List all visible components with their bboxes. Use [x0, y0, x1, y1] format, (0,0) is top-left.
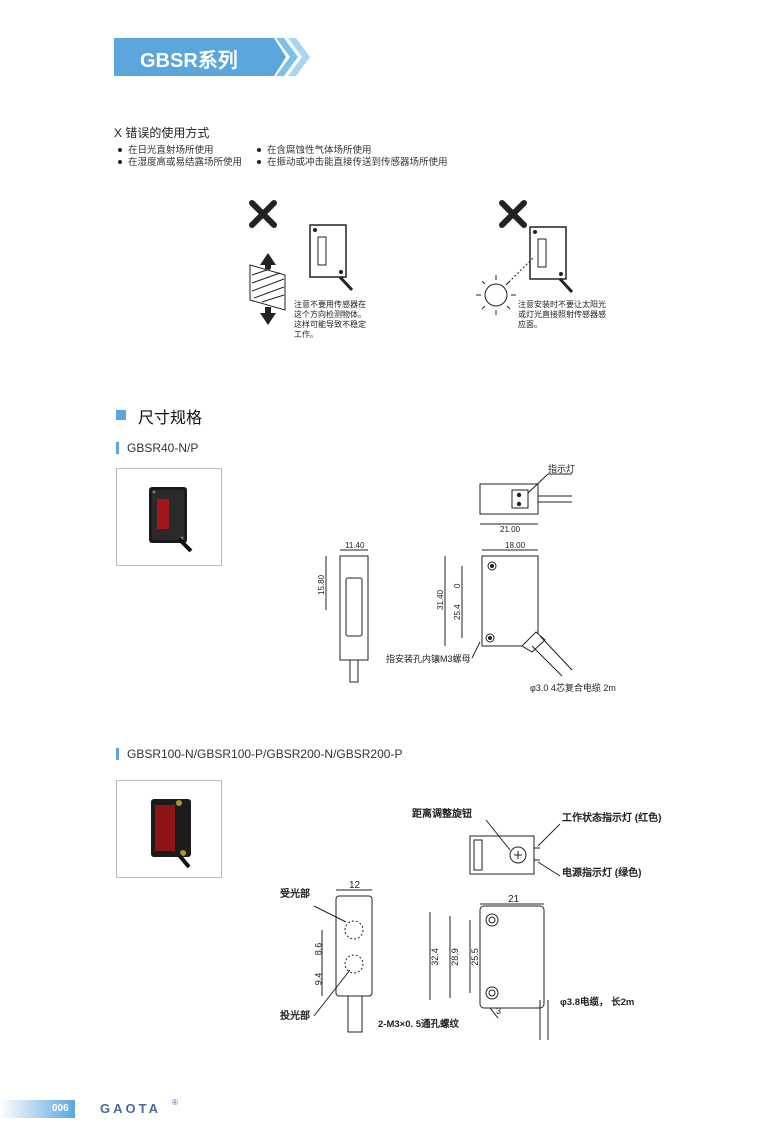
model1-drawing: 21.00 18.00 31.40 25.4 0 11.40 15.80 — [317, 473, 573, 683]
cable-label-2: φ3.8电缆， 长2m — [560, 997, 635, 1008]
brand-logo: GAOTA — [100, 1101, 161, 1116]
svg-text:25.4: 25.4 — [453, 604, 462, 620]
dim-9-4: 9.4 — [313, 972, 324, 986]
list-item: 在湿度高或易结露场所使用 — [118, 157, 242, 169]
indicator-label: 指示灯 — [548, 464, 576, 474]
registered-mark: ® — [172, 1098, 178, 1107]
list-item: 在含腐蚀性气体场所使用 — [257, 145, 448, 157]
model2-drawing — [313, 819, 561, 1040]
footer-bar — [0, 1100, 75, 1118]
hole-label: 2-M3×0. 5通孔螺纹 — [378, 1019, 460, 1030]
cross-icon — [499, 200, 527, 228]
model2-title: GBSR100-N/GBSR100-P/GBSR200-N/GBSR200-P — [127, 747, 403, 761]
dim-12: 12 — [349, 880, 361, 891]
series-title: GBSR系列 — [140, 50, 238, 72]
svg-text:18.00: 18.00 — [505, 541, 526, 550]
cross-icon — [249, 200, 277, 228]
misuse-bullets-right: 在含腐蚀性气体场所使用 在振动或冲击能直接传送到传感器场所使用 — [257, 145, 448, 169]
section-title: 尺寸规格 — [138, 410, 203, 427]
arrow-up-icon — [260, 253, 276, 269]
power-led-label: 电源指示灯 (绿色) — [562, 868, 642, 879]
sun-icon — [476, 256, 535, 315]
nut-label: 指安装孔内镶M3螺母 — [386, 654, 471, 664]
series-banner — [114, 38, 310, 76]
status-led-label: 工作状态指示灯 (红色) — [562, 813, 662, 824]
list-item: 在振动或冲击能直接传送到传感器场所使用 — [257, 157, 448, 169]
dim-28-9: 28.9 — [449, 948, 460, 966]
list-item: 在日光直射场所使用 — [118, 145, 242, 157]
dim-21: 21 — [508, 894, 520, 905]
misuse-title: X 错误的使用方式 — [114, 126, 210, 140]
model2-photo — [116, 780, 222, 878]
subsection-bar — [116, 442, 119, 454]
model1-title: GBSR40-N/P — [127, 441, 199, 455]
svg-text:21.00: 21.00 — [500, 525, 521, 534]
section-square-icon — [116, 410, 126, 420]
receiver-label: 受光部 — [280, 889, 310, 900]
hatched-object-icon — [249, 264, 286, 311]
dim-8-6: 8.6 — [313, 942, 324, 956]
misuse-illustration-direction — [249, 200, 354, 325]
arrow-down-icon — [260, 307, 276, 325]
cable-label: φ3.0 4芯复合电缆 2m — [530, 683, 616, 693]
svg-text:15.80: 15.80 — [317, 574, 326, 595]
emitter-label: 投光部 — [280, 1011, 310, 1022]
knob-label: 距离调整旋钮 — [412, 809, 472, 820]
svg-text:0: 0 — [453, 583, 462, 588]
misuse-illustration-sunlight — [476, 200, 574, 315]
note-sunlight: 注意安装时不要让太阳光或灯光直接照射传感器感应面。 — [518, 300, 606, 329]
svg-text:11.40: 11.40 — [345, 541, 365, 550]
subsection-bar — [116, 748, 119, 760]
note-direction: 注意不要用传感器在这个方向检测物体。 这样可能导致不稳定工作。 — [294, 300, 366, 339]
dim-3: 3 — [496, 1006, 502, 1016]
dim-25-5: 25.5 — [469, 948, 480, 966]
model1-photo — [116, 468, 222, 566]
misuse-bullets-left: 在日光直射场所使用 在湿度高或易结露场所使用 — [118, 145, 242, 169]
svg-text:31.40: 31.40 — [436, 589, 445, 610]
dim-32-4: 32.4 — [429, 948, 440, 966]
page-number: 006 — [52, 1103, 69, 1114]
